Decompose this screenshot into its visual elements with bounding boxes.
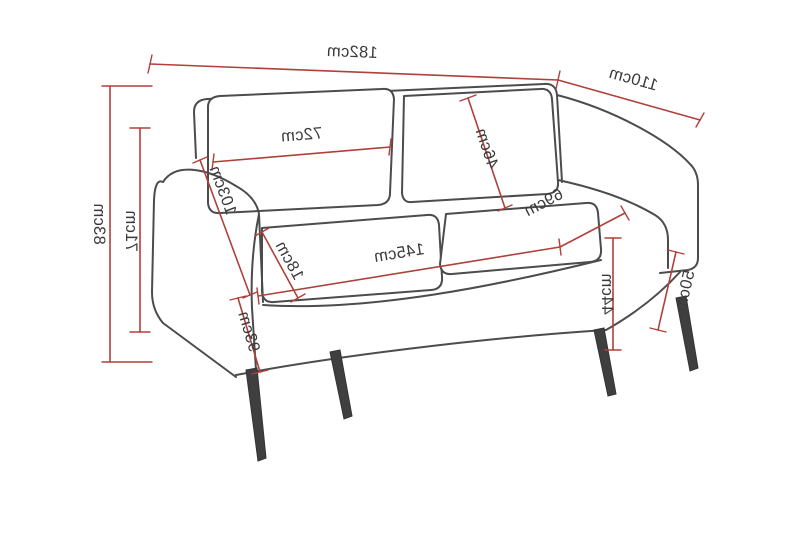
dim-label-total-width: 182cm: [326, 42, 378, 62]
seat-cushion-right: [439, 201, 603, 276]
seat-cushion-left: [261, 213, 444, 304]
dim-line-back-cushion-width: [212, 146, 391, 163]
dim-tick: [290, 293, 306, 303]
dim-tick: [256, 287, 260, 305]
arm-left-front-contour: [250, 213, 260, 371]
dim-line-leg-height: [657, 251, 677, 331]
base-bottom-edge: [235, 329, 607, 376]
base-top-edge: [262, 259, 602, 308]
dim-tick: [695, 112, 705, 128]
dim-tick: [229, 295, 247, 301]
dim-label-back-cushion-width: 72cm: [280, 124, 323, 145]
base-right-edge: [605, 271, 681, 331]
dim-label-total-height: 83cm: [90, 203, 108, 245]
leg-back-right: [675, 295, 699, 372]
dim-line-back-cushion-height: [467, 97, 506, 209]
leg-front-right: [593, 327, 617, 397]
dim-tick: [242, 291, 258, 299]
dim-label-seat-height: 44cm: [598, 273, 616, 315]
dim-line-seat-depth: [559, 212, 626, 248]
dim-line-arm-front-height: [237, 297, 261, 373]
back-cushion-left: [207, 87, 395, 215]
dim-label-arm-front-height: 93cm: [234, 309, 263, 354]
mirrored-scene: 182cm 110cm 83cm 71cm 72cm 46cm 103cm 14…: [90, 42, 705, 462]
dim-label-back-inner-height: 71cm: [122, 210, 140, 252]
dim-line-arm-width: [261, 231, 299, 299]
sofa-drawing: [151, 82, 699, 462]
dim-tick: [620, 205, 630, 221]
dim-line-seat-width: [257, 246, 561, 297]
back-cushion-right: [401, 87, 560, 204]
dimension-labels: 182cm 110cm 83cm 71cm 72cm 46cm 103cm 14…: [90, 42, 699, 354]
leg-back-left: [329, 349, 353, 420]
arm-left-outer: [151, 180, 237, 378]
dim-tick: [667, 249, 685, 255]
leg-front-left: [245, 367, 267, 462]
dim-tick: [388, 138, 392, 156]
arm-right-roll: [557, 179, 669, 269]
dim-tick: [147, 54, 153, 74]
dim-tick: [497, 204, 513, 212]
dim-tick: [649, 327, 667, 333]
arm-left-roll: [162, 168, 264, 303]
dimension-lines: [101, 54, 705, 375]
arm-right-outer: [556, 94, 699, 274]
dim-line-total-depth: [557, 79, 701, 121]
dim-line-arm-length: [199, 159, 251, 296]
dim-tick: [211, 153, 215, 171]
dim-tick: [459, 94, 477, 102]
dim-tick: [251, 369, 269, 375]
dim-tick: [254, 227, 270, 237]
dim-line-total-width: [149, 63, 559, 81]
dim-label-total-depth: 110cm: [607, 64, 660, 95]
dim-tick: [192, 156, 208, 164]
